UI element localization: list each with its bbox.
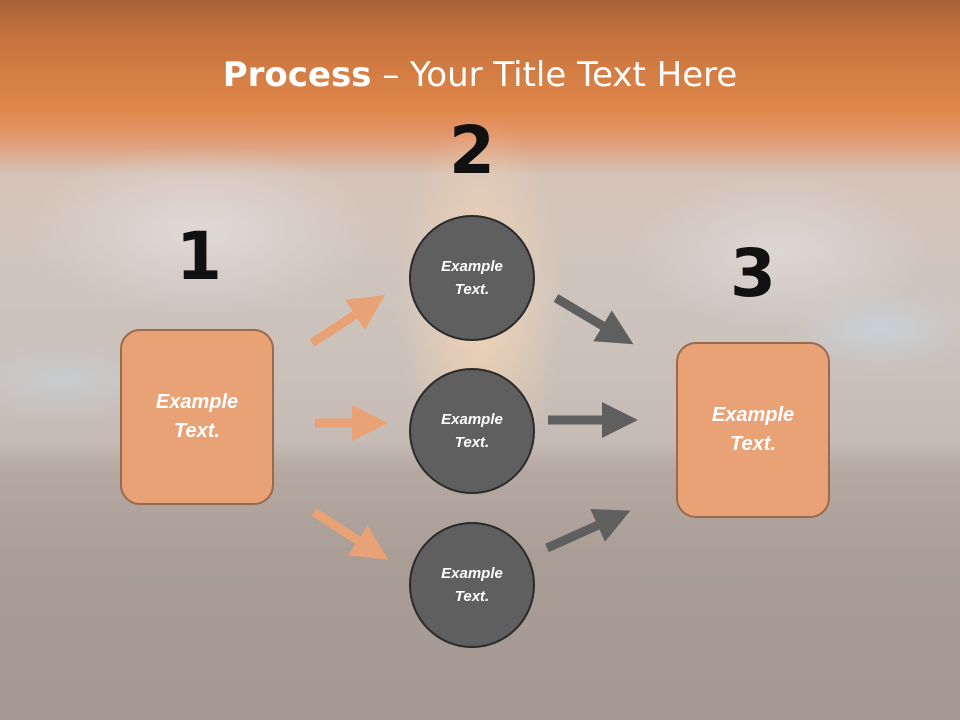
circle-middle-text: Example Text. — [441, 411, 503, 451]
title-bold: Process — [222, 55, 372, 95]
right-step-text: Example Text. — [711, 404, 795, 455]
arrow-bottom-to-right — [545, 508, 631, 553]
circle-middle: Example Text. — [409, 368, 535, 494]
circle-top: Example Text. — [409, 215, 535, 341]
step-number-2: 2 — [449, 112, 495, 189]
circle-top-text: Example Text. — [441, 258, 503, 298]
title-rest: – Your Title Text Here — [371, 55, 738, 95]
slide-title: Process – Your Title Text Here — [0, 50, 960, 100]
arrow-top-to-right — [553, 294, 634, 345]
left-step-text: Example Text. — [155, 391, 239, 442]
arrow-left-to-top — [309, 295, 386, 347]
step-number-3: 3 — [730, 235, 776, 312]
circle-bottom: Example Text. — [409, 522, 535, 648]
left-step-box: Example Text. — [120, 329, 274, 505]
right-step-box: Example Text. — [676, 342, 830, 518]
arrow-left-to-bottom — [311, 508, 389, 560]
step-number-1: 1 — [176, 218, 222, 295]
circle-bottom-text: Example Text. — [441, 565, 503, 605]
